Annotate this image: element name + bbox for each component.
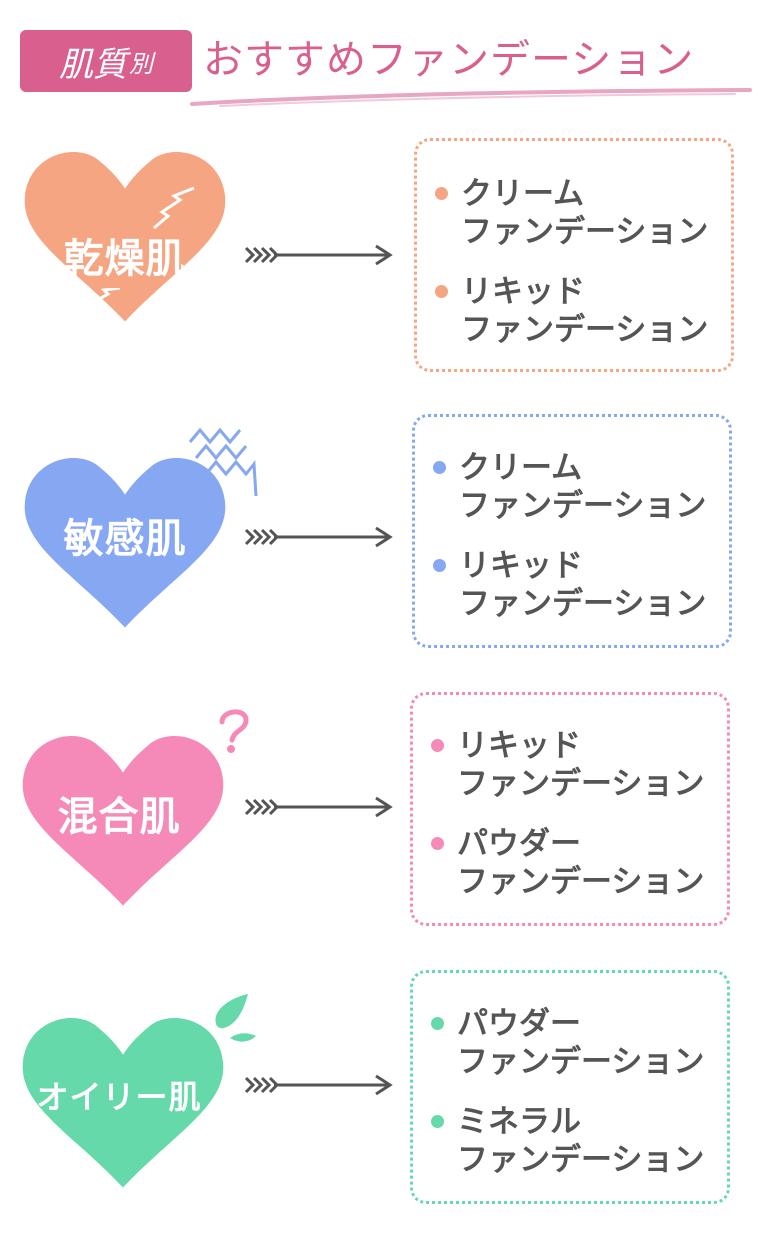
- bullet-icon: [431, 837, 444, 850]
- page-title: おすすめファンデーション: [203, 37, 695, 83]
- item-sub: ファンデーション: [457, 864, 705, 900]
- header-badge-suffix: 別: [129, 49, 153, 78]
- skin-type-label: 敏感肌: [63, 515, 187, 562]
- recommendation-box: リキッド ファンデーション パウダー ファンデーション: [410, 692, 730, 926]
- heart-icon: [22, 735, 224, 906]
- bullet-icon: [433, 461, 446, 474]
- title-underline: [190, 88, 752, 107]
- item-name: リキッド: [459, 548, 583, 584]
- item-sub: ファンデーション: [457, 1044, 705, 1080]
- item-name: パウダー: [457, 826, 581, 862]
- item-sub: ファンデーション: [457, 766, 705, 802]
- bullet-icon: [431, 1115, 444, 1128]
- row-sensitive-skin: 敏感肌 クリーム ファンデーション リキッド ファンデーション: [0, 414, 770, 654]
- recommendation-box: パウダー ファンデーション ミネラル ファンデーション: [410, 970, 730, 1204]
- header-badge-main: 肌質: [59, 44, 127, 85]
- skin-type-label: 混合肌: [57, 793, 181, 840]
- arrow-icon: [244, 1074, 393, 1096]
- bullet-icon: [431, 1017, 444, 1030]
- bullet-icon: [435, 187, 448, 200]
- skin-type-label: 乾燥肌: [63, 235, 187, 282]
- item-name: ミネラル: [457, 1104, 581, 1140]
- row-combination-skin: 混合肌 リキッド ファンデーション パウダー ファンデーション: [0, 692, 770, 932]
- zigzag-icon: [188, 427, 258, 497]
- bullet-icon: [435, 285, 448, 298]
- arrow-icon: [244, 244, 393, 266]
- item-sub: ファンデーション: [459, 488, 707, 524]
- item-sub: ファンデーション: [461, 214, 709, 250]
- heart-icon: [22, 1017, 224, 1188]
- item-name: リキッド: [461, 274, 585, 310]
- row-dry-skin: 乾燥肌 クリーム ファンデーション リキッド ファンデーション: [0, 138, 770, 378]
- arrow-icon: [244, 526, 393, 548]
- crack-icon: [86, 288, 121, 318]
- row-oily-skin: オイリー肌 パウダー ファンデーション ミネラル ファンデーション: [0, 970, 770, 1210]
- heart-icon: [24, 457, 226, 628]
- crack-icon: [153, 186, 195, 230]
- header-badge: 肌質 別: [20, 30, 192, 92]
- recommendation-box: クリーム ファンデーション リキッド ファンデーション: [414, 138, 734, 372]
- arrow-icon: [244, 796, 393, 818]
- item-name: リキッド: [457, 728, 581, 764]
- oil-drop-icon: [215, 994, 256, 1042]
- bullet-icon: [431, 739, 444, 752]
- item-name: クリーム: [459, 450, 583, 486]
- recommendation-box: クリーム ファンデーション リキッド ファンデーション: [412, 414, 732, 648]
- question-mark-icon: [219, 709, 249, 753]
- bullet-icon: [433, 559, 446, 572]
- item-sub: ファンデーション: [459, 586, 707, 622]
- item-sub: ファンデーション: [457, 1142, 705, 1178]
- item-name: パウダー: [457, 1006, 581, 1042]
- item-sub: ファンデーション: [461, 312, 709, 348]
- item-name: クリーム: [461, 176, 585, 212]
- skin-type-label: オイリー肌: [36, 1078, 202, 1116]
